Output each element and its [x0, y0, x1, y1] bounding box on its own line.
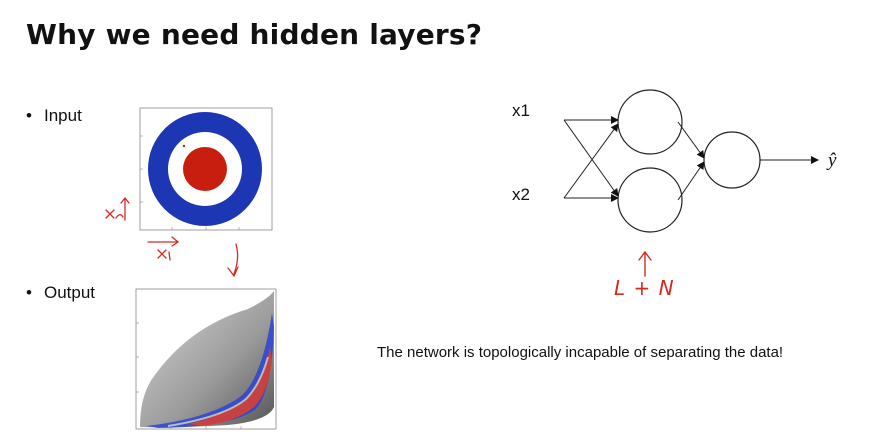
bullet-input: • Input	[26, 106, 82, 126]
handwritten-x1-axis-icon	[147, 236, 180, 261]
handwritten-down-arrow-icon	[227, 243, 239, 278]
stray-point	[182, 144, 186, 148]
bullet-output-label: Output	[44, 283, 96, 302]
edge-x2-h1	[563, 123, 619, 199]
hidden-neuron-1	[617, 89, 683, 155]
handwritten-x2-axis-icon	[105, 196, 130, 221]
edge-h2-out	[677, 161, 705, 201]
hidden-neuron-2	[617, 167, 683, 233]
output-neuron	[703, 131, 761, 189]
input-label-x1: x1	[512, 101, 530, 120]
axis-annotation	[105, 196, 180, 261]
blue-class-band	[146, 313, 274, 428]
input-label-x2: x2	[512, 185, 530, 204]
inner-disc-class	[183, 147, 227, 191]
input-plot-ticks	[140, 135, 240, 230]
bullet-dot-icon: •	[26, 106, 32, 125]
input-scatter-plot	[139, 107, 273, 231]
slide-caption: The network is topologically incapable o…	[377, 344, 784, 361]
handwritten-up-arrow-icon	[638, 250, 652, 277]
bullet-dot-icon: •	[26, 283, 32, 302]
slide-title: Why we need hidden layers?	[26, 18, 483, 51]
bullet-input-label: Input	[44, 106, 82, 125]
inner-gray-band	[167, 356, 269, 427]
neural-network-diagram	[563, 89, 819, 233]
edge-h1-out	[677, 121, 705, 159]
output-label-yhat: ŷ	[828, 150, 837, 171]
edge-x1-h2	[563, 119, 619, 197]
red-class-band	[188, 347, 272, 426]
output-transformed-plot	[135, 288, 277, 430]
linear-plus-nonlinear-annotation: L + N	[614, 276, 675, 300]
gray-manifold-surface	[140, 291, 274, 428]
bullet-output: • Output	[26, 283, 95, 303]
